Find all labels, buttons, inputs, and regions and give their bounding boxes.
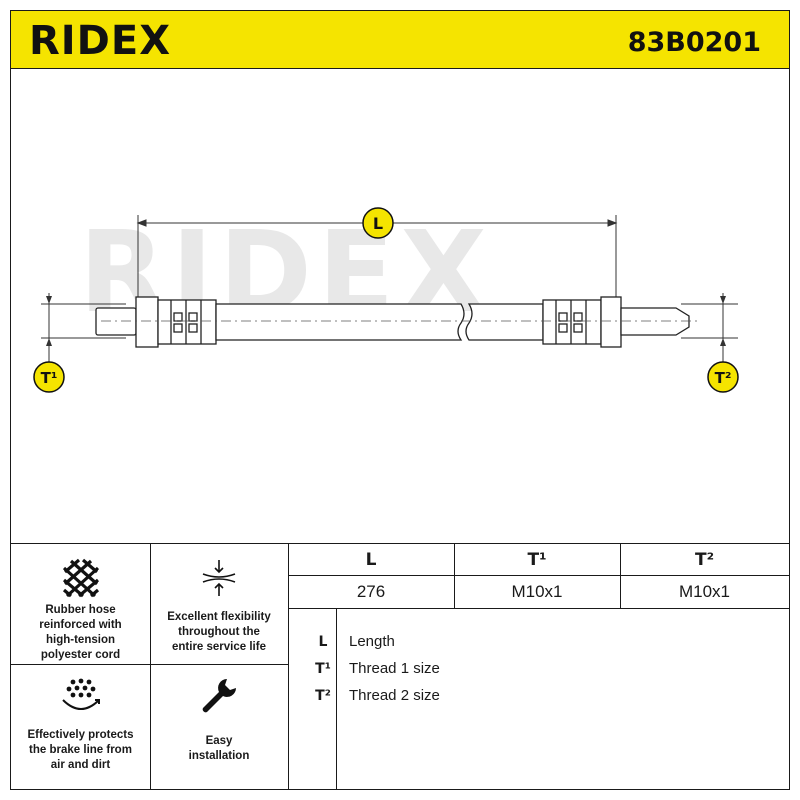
dust-shield-icon [61,678,100,710]
thread1-badge [33,361,65,393]
product-sheet: RIDEX 83B0201 RIDEX L [10,10,790,790]
spec-value-thread1: M10x1 [511,581,563,601]
legend-label-thread1: Thread 1 size [349,660,440,677]
spec-header-thread1: T¹ [527,549,547,570]
feature-flexibility: Excellent flexibility throughout the ent… [150,544,288,664]
braided-mesh-icon [62,558,99,598]
length-badge [362,207,394,239]
flex-arrows-icon [202,560,236,596]
hose-body [95,296,690,348]
legend-label-length: Length [349,633,395,650]
feature-reinforced-hose: Rubber hose reinforced with high-tension… [11,544,150,664]
brake-hose-drawing: RIDEX L [33,207,739,393]
length-badge-label: L [373,214,383,233]
legend-label-thread2: Thread 2 size [349,687,440,704]
info-panel: Rubber hose reinforced with high-tension… [11,543,789,790]
wrench-icon [202,679,236,713]
feature-dust-protection: Effectively protects the brake line from… [11,664,150,790]
thread2-badge-label: T² [715,369,732,387]
thread1-badge-label: T¹ [41,369,58,387]
legend-key-length: L [318,634,328,650]
header-bar: RIDEX 83B0201 [11,11,789,69]
legend-key-thread2: T² [315,688,331,704]
legend-key-thread1: T¹ [315,661,331,677]
feature-easy-installation: Easy installation [150,664,288,790]
spec-value-length: 276 [356,581,386,601]
thread2-badge [707,361,739,393]
spec-header-thread2: T² [694,549,715,570]
spec-value-thread2: M10x1 [678,581,731,601]
part-number: 83B0201 [627,27,761,58]
brand-logo: RIDEX [29,18,172,64]
spec-header-length: L [365,549,377,570]
